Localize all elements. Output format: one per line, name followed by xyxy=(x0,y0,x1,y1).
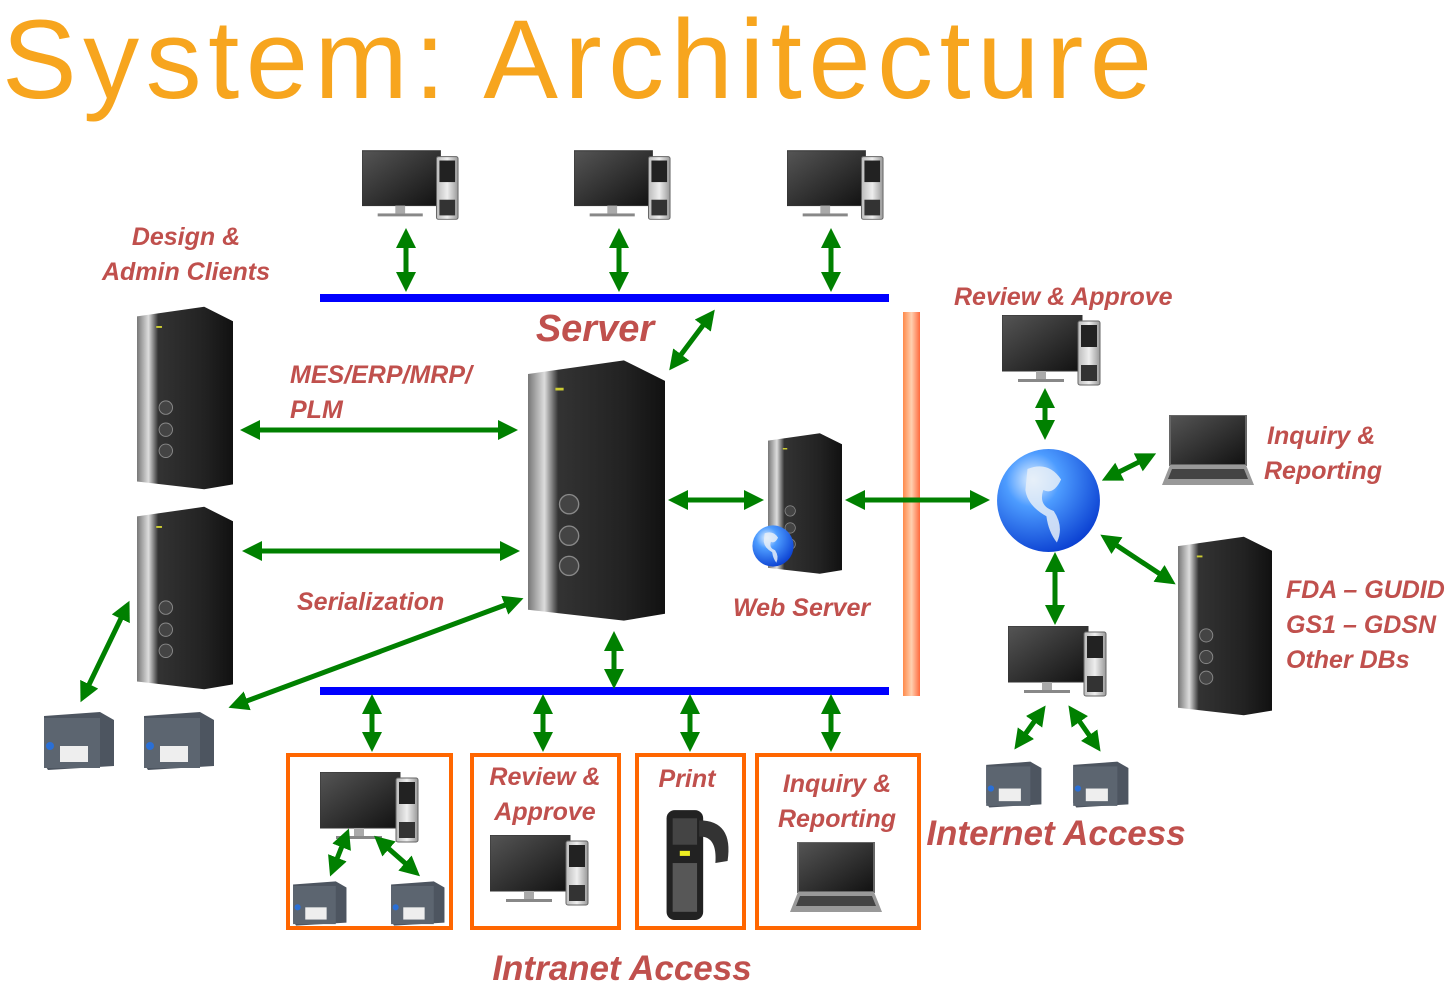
arrow xyxy=(1100,534,1176,585)
design-admin-label: Admin Clients xyxy=(101,258,270,286)
arrow xyxy=(80,600,130,703)
top-network-bus xyxy=(320,294,889,302)
intranet-access-label: Intranet Access xyxy=(492,949,751,985)
firewall-icon xyxy=(903,312,920,696)
db-label: GS1 – GDSN xyxy=(1286,611,1437,639)
box-inquiry-label: Inquiry & xyxy=(783,770,891,798)
printer-icon xyxy=(44,712,114,770)
intranet-box-print xyxy=(635,753,746,930)
arrow xyxy=(374,835,420,877)
mes-label: MES/ERP/MRP/ xyxy=(290,361,475,389)
box-inquiry-label: Reporting xyxy=(778,805,896,833)
printer-icon xyxy=(986,761,1042,808)
box-print-label: Print xyxy=(659,765,718,793)
review-approve-label: Review & Approve xyxy=(954,283,1173,311)
arrow xyxy=(328,828,351,877)
laptop-icon xyxy=(790,842,882,913)
arrow xyxy=(1068,705,1101,752)
internet-globe-icon xyxy=(997,449,1100,552)
desktop-icon xyxy=(362,150,459,220)
desktop-icon xyxy=(787,150,884,220)
connection-arrows xyxy=(80,228,1176,877)
desktop-icon xyxy=(1002,315,1101,386)
desktop-icon xyxy=(490,835,589,906)
printer-icon xyxy=(293,881,347,926)
box-review-label: Review & xyxy=(489,763,600,791)
db-label: Other DBs xyxy=(1286,646,1410,674)
design-admin-label: Design & xyxy=(132,223,240,251)
printer-icon xyxy=(144,712,214,770)
arrow xyxy=(1101,453,1157,481)
server-label: Server xyxy=(536,308,657,350)
database-server-icon xyxy=(1178,536,1272,716)
arrow xyxy=(1014,705,1046,750)
laptop-icon xyxy=(1162,415,1254,486)
web-server-label: Web Server xyxy=(733,594,871,622)
server-icon xyxy=(137,506,233,690)
printer-icon xyxy=(391,881,445,926)
internet-access-label: Internet Access xyxy=(926,814,1185,853)
printer-icon xyxy=(1073,761,1129,808)
db-label: FDA – GUDID xyxy=(1286,576,1445,604)
intranet-box-review xyxy=(470,753,621,930)
intranet-box-inquiry xyxy=(755,753,921,930)
desktop-icon xyxy=(574,150,671,220)
intranet-box-print-station xyxy=(286,753,453,930)
inquiry-label: Reporting xyxy=(1264,457,1382,485)
desktop-icon xyxy=(320,772,419,843)
desktop-icon xyxy=(1008,626,1107,697)
main-server-icon xyxy=(528,359,665,622)
handheld-scanner-icon xyxy=(666,810,729,920)
bottom-network-bus xyxy=(320,687,889,695)
globe-icon xyxy=(752,525,794,567)
arrow xyxy=(228,595,524,711)
serialization-label: Serialization xyxy=(297,588,444,616)
inquiry-label: Inquiry & xyxy=(1267,422,1375,450)
arrow xyxy=(669,309,715,371)
box-review-label: Approve xyxy=(493,798,596,826)
server-icon xyxy=(137,306,233,490)
mes-label: PLM xyxy=(290,396,344,424)
page-title: System: Architecture xyxy=(2,0,1152,122)
